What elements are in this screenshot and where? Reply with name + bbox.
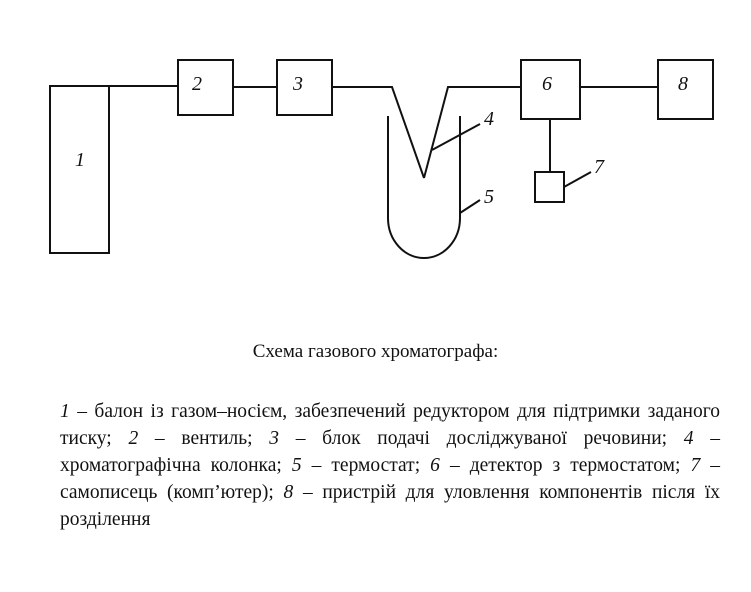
legend-text-2: – вентиль; (138, 428, 270, 449)
feed-block-box (276, 59, 333, 116)
figure-caption: Схема газового хроматографа: (252, 341, 499, 362)
legend-num-4: 4 (683, 428, 694, 449)
legend-text-3: – блок подачі досліджуваної речовини; (279, 428, 684, 449)
legend-text-7: – самописець (комп’ютер); (60, 455, 720, 503)
legend-num-5: 5 (291, 455, 302, 476)
label-2: 2 (192, 73, 202, 95)
leader-4 (431, 123, 481, 151)
label-7: 7 (594, 156, 605, 178)
legend-num-3: 3 (269, 428, 280, 449)
legend-num-8: 8 (283, 482, 294, 503)
legend-text-4: – хроматографічна колонка; (60, 428, 721, 476)
label-1: 1 (75, 149, 85, 171)
legend-text-6: – детектор з термостатом; (439, 455, 691, 476)
legend-num-1: 1 (60, 401, 70, 422)
valve-box (177, 59, 234, 116)
pipe-3-column (332, 86, 425, 179)
pipe-column-6 (423, 86, 521, 179)
legend-text-1: – балон із газом–носієм, забезпечений ре… (60, 401, 720, 449)
legend-num-6: 6 (430, 455, 440, 476)
collector-box (657, 59, 714, 120)
legend-num-2: 2 (128, 428, 139, 449)
legend-text-5: – термостат; (301, 455, 431, 476)
label-8: 8 (678, 73, 688, 95)
leader-5 (459, 199, 481, 214)
label-3: 3 (292, 73, 303, 95)
recorder-box (534, 171, 565, 203)
label-4: 4 (484, 108, 494, 130)
thermostat-shape (387, 116, 461, 259)
legend-text-8: – пристрій для уловлення компонентів піс… (60, 482, 720, 530)
label-5: 5 (484, 186, 494, 208)
legend-num-7: 7 (690, 455, 701, 476)
leader-7 (563, 171, 592, 188)
chromatograph-diagram: 1 2 3 4 5 6 7 8 (49, 59, 714, 259)
figure-legend: 1 – балон із газом–носієм, забезпечений … (60, 398, 720, 533)
label-6: 6 (542, 73, 552, 95)
